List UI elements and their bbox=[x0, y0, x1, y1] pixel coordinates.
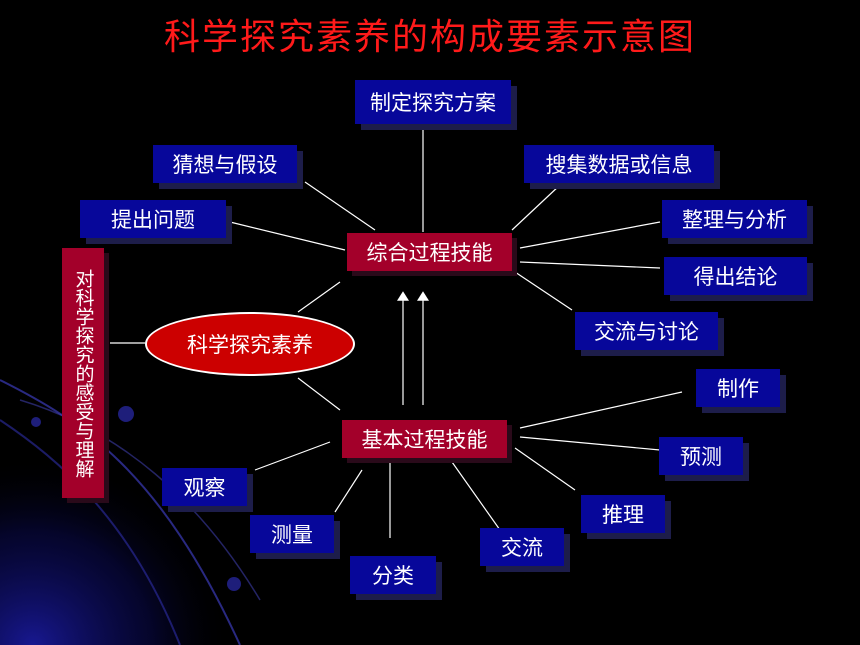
line-integrated-hypothesis bbox=[304, 181, 376, 231]
node-basic-skills: 基本过程技能 bbox=[342, 420, 507, 458]
node-measure: 测量 bbox=[250, 515, 334, 553]
node-communicate-label: 交流 bbox=[501, 536, 543, 560]
node-integrated-skills: 综合过程技能 bbox=[347, 233, 512, 271]
connector-lines bbox=[110, 130, 683, 538]
line-integrated-discuss bbox=[514, 271, 573, 311]
node-make-label: 制作 bbox=[717, 377, 759, 401]
line-integrated-question bbox=[229, 221, 346, 251]
node-analyze: 整理与分析 bbox=[662, 200, 807, 238]
node-classify: 分类 bbox=[350, 556, 436, 594]
node-core-label: 科学探究素养 bbox=[187, 333, 313, 357]
node-plan-label: 制定探究方案 bbox=[370, 91, 496, 115]
line-basic-observe bbox=[254, 441, 331, 471]
node-plan: 制定探究方案 bbox=[355, 80, 511, 124]
node-predict-label: 预测 bbox=[680, 445, 722, 469]
page-title: 科学探究素养的构成要素示意图 bbox=[163, 17, 696, 58]
line-basic-predict bbox=[519, 436, 661, 451]
line-basic-make bbox=[519, 391, 683, 429]
node-perception: 对科学探究的感受与理解 bbox=[62, 248, 104, 498]
node-question-label: 提出问题 bbox=[111, 208, 195, 232]
node-analyze-label: 整理与分析 bbox=[682, 208, 787, 232]
line-integrated-conclude bbox=[519, 261, 661, 269]
node-hypothesis-label: 猜想与假设 bbox=[172, 153, 278, 177]
node-core: 科学探究素养 bbox=[145, 312, 355, 376]
node-discuss: 交流与讨论 bbox=[575, 312, 718, 350]
line-integrated-collect bbox=[511, 184, 561, 231]
node-observe: 观察 bbox=[162, 468, 247, 506]
node-perception-label: 对科学探究的感受与理解 bbox=[72, 268, 95, 478]
node-collect: 搜集数据或信息 bbox=[524, 145, 714, 183]
line-integrated-analyze bbox=[519, 221, 661, 249]
node-infer-label: 推理 bbox=[602, 503, 644, 527]
line-integrated-core bbox=[297, 281, 341, 313]
node-infer: 推理 bbox=[581, 495, 665, 533]
node-conclude: 得出结论 bbox=[664, 257, 807, 295]
node-collect-label: 搜集数据或信息 bbox=[545, 153, 693, 177]
line-basic-core bbox=[297, 377, 341, 411]
line-basic-communicate bbox=[451, 461, 501, 531]
node-hypothesis: 猜想与假设 bbox=[153, 145, 297, 183]
node-measure-label: 测量 bbox=[271, 523, 313, 547]
node-question: 提出问题 bbox=[80, 200, 226, 238]
node-communicate: 交流 bbox=[480, 528, 564, 566]
node-classify-label: 分类 bbox=[372, 564, 414, 588]
node-make: 制作 bbox=[696, 369, 780, 407]
line-basic-infer bbox=[514, 447, 576, 491]
node-discuss-label: 交流与讨论 bbox=[594, 320, 699, 344]
node-integrated-skills-label: 综合过程技能 bbox=[366, 241, 493, 265]
node-predict: 预测 bbox=[659, 437, 743, 475]
line-basic-measure bbox=[334, 469, 363, 513]
node-observe-label: 观察 bbox=[183, 476, 226, 500]
node-basic-skills-label: 基本过程技能 bbox=[361, 428, 488, 452]
node-conclude-label: 得出结论 bbox=[693, 265, 778, 289]
